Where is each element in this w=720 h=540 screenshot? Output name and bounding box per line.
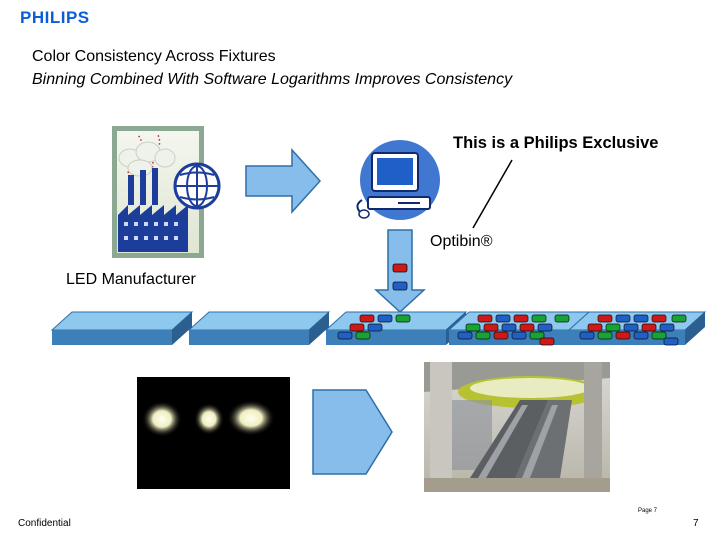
slide-subtitle: Binning Combined With Software Logarithm…: [32, 71, 513, 88]
globe-icon: [173, 162, 221, 210]
confidential-label: Confidential: [18, 518, 71, 529]
plate-2: [187, 311, 331, 345]
page-small-label: Page 7: [638, 508, 658, 514]
plate-1: [50, 311, 194, 345]
result-arrow-right: [312, 389, 393, 475]
philips-logo: PHILIPS: [20, 8, 90, 27]
page-number: 7: [693, 518, 699, 529]
exclusive-label: This is a Philips Exclusive: [453, 134, 659, 152]
led-manufacturer-label: LED Manufacturer: [66, 271, 196, 288]
mall-interior-image: [424, 362, 610, 492]
sample-led-chips: [392, 263, 408, 291]
optibin-label: Optibin®: [430, 233, 493, 250]
plate-led-chips: [337, 314, 687, 346]
process-arrow-right: [245, 148, 322, 214]
slide-title: Color Consistency Across Fixtures: [32, 48, 276, 65]
exclusive-pointer-line: [472, 159, 513, 229]
light-spots-image: [137, 377, 290, 489]
computer-icon: [356, 140, 440, 220]
